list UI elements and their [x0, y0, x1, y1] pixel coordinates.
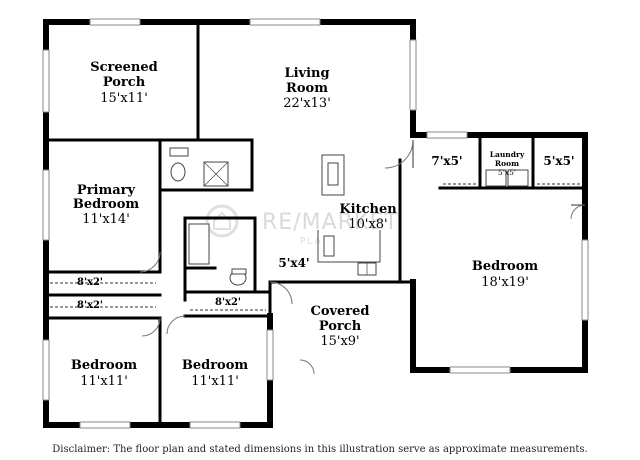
room-label-laundry-room: Laundry Room 5'x5' — [490, 150, 525, 177]
windows — [42, 18, 589, 429]
watermark: RE/MARKET PLAN — [205, 204, 399, 247]
watermark-subtext: PLAN — [300, 237, 332, 247]
svg-text:Bedroom: Bedroom — [472, 259, 539, 274]
room-label-closet-left-a: 8'x2' — [77, 277, 103, 288]
svg-text:22'x13': 22'x13' — [283, 96, 331, 111]
svg-text:5'x5': 5'x5' — [543, 154, 574, 168]
svg-text:Living: Living — [284, 66, 329, 81]
svg-text:11'x11': 11'x11' — [191, 374, 239, 389]
interior-walls — [44, 20, 587, 427]
svg-text:Kitchen: Kitchen — [339, 202, 397, 217]
room-label-primary-bedroom: Primary Bedroom 11'x14' — [73, 183, 140, 227]
svg-text:Covered: Covered — [310, 304, 369, 319]
svg-text:Screened: Screened — [90, 60, 158, 75]
room-label-covered-porch: Covered Porch 15'x9' — [310, 304, 369, 349]
svg-text:Room: Room — [286, 81, 328, 96]
svg-text:15'x9': 15'x9' — [320, 334, 359, 349]
svg-text:5'x4': 5'x4' — [278, 256, 309, 270]
room-label-bedroom-left: Bedroom 11'x11' — [71, 358, 138, 389]
room-label-screened-porch: Screened Porch 15'x11' — [90, 60, 158, 106]
svg-text:Bedroom: Bedroom — [73, 197, 140, 212]
svg-text:Bedroom: Bedroom — [71, 358, 138, 373]
svg-text:18'x19': 18'x19' — [481, 275, 529, 290]
svg-text:11'x14': 11'x14' — [82, 212, 130, 227]
svg-text:5'x5': 5'x5' — [498, 168, 516, 177]
watermark-text: RE/MARKET — [262, 210, 399, 235]
svg-text:11'x11': 11'x11' — [80, 374, 128, 389]
svg-text:8'x2': 8'x2' — [77, 300, 103, 311]
doors — [139, 139, 586, 375]
svg-text:8'x2': 8'x2' — [77, 277, 103, 288]
svg-text:7'x5': 7'x5' — [431, 154, 462, 168]
svg-text:8'x2': 8'x2' — [215, 297, 241, 308]
svg-text:Bedroom: Bedroom — [182, 358, 249, 373]
svg-text:Primary: Primary — [77, 183, 136, 198]
room-label-bedroom-mid: Bedroom 11'x11' — [182, 358, 249, 389]
svg-text:Laundry: Laundry — [490, 150, 525, 159]
svg-text:15'x11': 15'x11' — [100, 91, 148, 106]
room-label-living-room: Living Room 22'x13' — [283, 66, 331, 111]
room-label-closet-mid: 8'x2' — [215, 297, 241, 308]
disclaimer-text: Disclaimer: The floor plan and stated di… — [52, 444, 588, 455]
room-label-closet-left-b: 8'x2' — [77, 300, 103, 311]
room-label-closet-right-a: 7'x5' — [431, 154, 462, 168]
room-label-bedroom-large: Bedroom 18'x19' — [472, 259, 539, 290]
room-label-closet-right-b: 5'x5' — [543, 154, 574, 168]
svg-text:10'x8': 10'x8' — [348, 217, 387, 232]
svg-text:Porch: Porch — [103, 75, 146, 90]
svg-text:Room: Room — [495, 159, 519, 168]
svg-text:Porch: Porch — [319, 319, 362, 334]
room-label-hall: 5'x4' — [278, 256, 309, 270]
room-label-kitchen: Kitchen 10'x8' — [339, 202, 397, 232]
fixtures — [50, 147, 581, 311]
